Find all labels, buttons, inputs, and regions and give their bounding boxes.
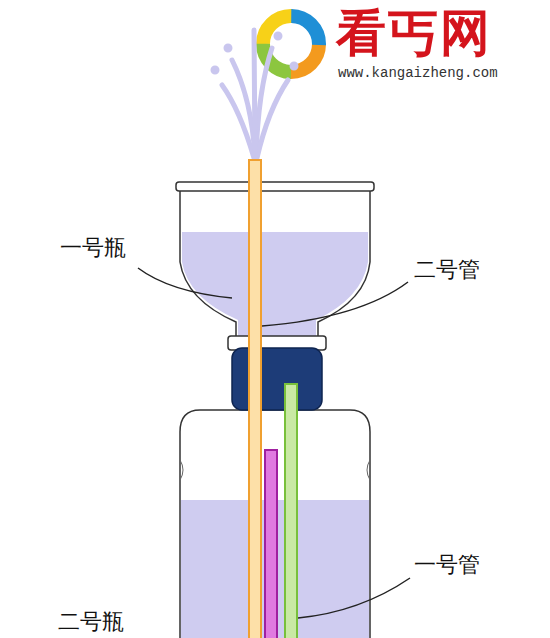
purple-tube	[265, 450, 277, 638]
illustration-part	[263, 16, 319, 72]
illustration-part	[222, 85, 254, 158]
illustration-part	[256, 48, 272, 158]
part-label: 一号管	[414, 553, 480, 577]
illustration-part	[254, 30, 255, 158]
illustration-part	[257, 80, 288, 158]
illustration-part	[292, 64, 296, 68]
logo	[263, 16, 319, 72]
illustration-part	[180, 410, 370, 638]
part-label: 一号瓶	[60, 236, 126, 260]
illustration-part	[276, 34, 280, 38]
illustration-part	[182, 232, 368, 336]
leader-lines	[138, 268, 410, 618]
illustration-part	[213, 68, 217, 72]
illustration-part	[226, 46, 230, 50]
part-label: 二号管	[414, 258, 480, 282]
illustration-part	[262, 282, 408, 326]
illustration-part	[263, 16, 319, 72]
illustration-part	[263, 16, 319, 72]
watermark-url: www.kangaizheng.com	[338, 66, 498, 81]
illustration-part	[263, 16, 319, 72]
part-label: 二号瓶	[58, 610, 124, 634]
tube-2	[249, 160, 261, 638]
illustration-part	[277, 30, 305, 58]
illustration-part	[176, 182, 374, 191]
illustration-part	[180, 190, 370, 338]
watermark-title: 看丐网	[336, 6, 492, 61]
tube-1	[285, 384, 297, 638]
illustration-part	[138, 268, 232, 298]
bottle-cap	[232, 348, 322, 410]
bottle-2	[180, 410, 370, 638]
water-spray	[213, 30, 296, 158]
illustration-part	[298, 578, 410, 618]
